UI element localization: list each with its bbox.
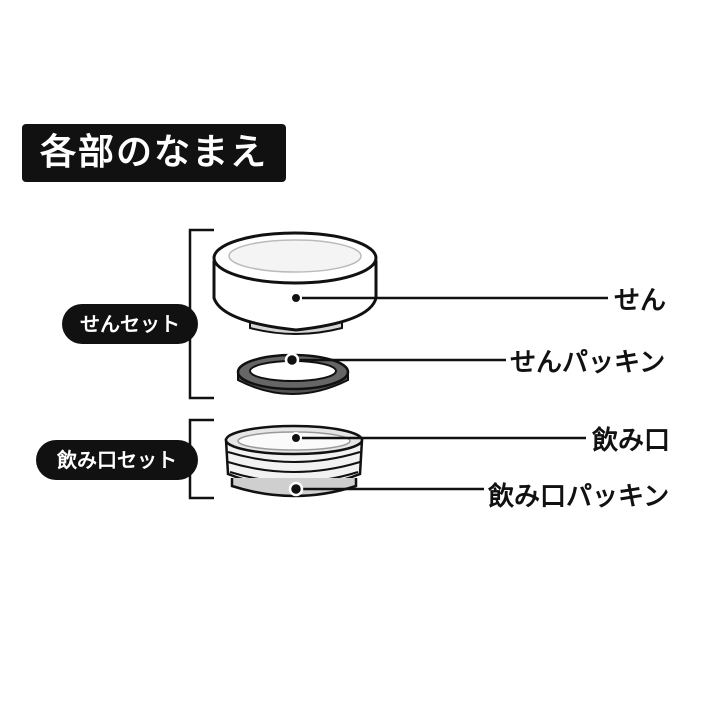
sen-dot: [290, 292, 302, 304]
nomiguchi-label: 飲み口: [592, 426, 671, 456]
sen-set-label: せんセット: [62, 304, 198, 344]
sen-label: せん: [614, 286, 667, 316]
nomiguchi-set-label: 飲み口セット: [36, 440, 198, 480]
nomiguchi-packing-dot: [288, 481, 304, 497]
nomiguchi-dot: [290, 432, 302, 444]
nomiguchi-packing-label: 飲み口パッキン: [488, 482, 670, 512]
leader-lines: [292, 296, 608, 491]
sen-cap-illustration: [212, 231, 378, 335]
sen-packing-dot: [284, 352, 300, 368]
page-title: 各部のなまえ: [22, 124, 286, 182]
sen-packing-label: せんパッキン: [510, 348, 666, 378]
